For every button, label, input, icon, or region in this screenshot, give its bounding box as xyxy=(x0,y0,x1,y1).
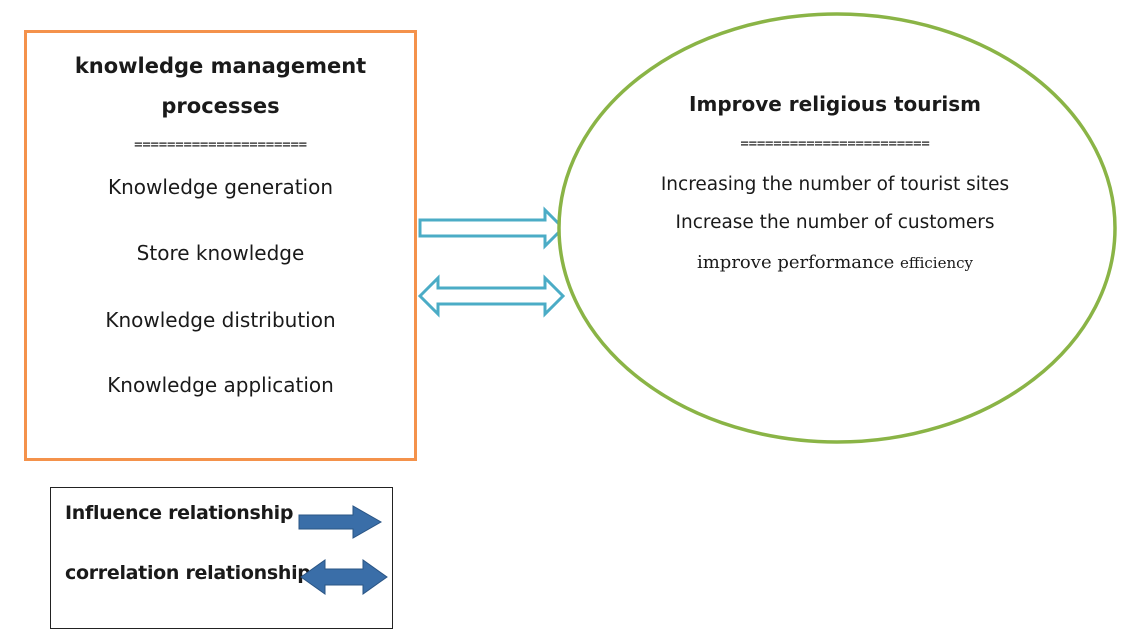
legend-influence-arrow-icon xyxy=(298,505,383,539)
tourism-item-sites: Increasing the number of tourist sites xyxy=(660,174,1010,195)
tourism-item-efficiency-tail: efficiency xyxy=(900,254,973,272)
km-title-line2: processes xyxy=(161,94,280,118)
km-item-distribution: Knowledge distribution xyxy=(105,308,336,332)
religious-tourism-ellipse xyxy=(557,12,1117,444)
km-separator: ===================== xyxy=(134,137,307,153)
correlation-connector-arrow xyxy=(417,274,566,318)
km-item-store: Store knowledge xyxy=(136,241,305,265)
tourism-item-customers: Increase the number of customers xyxy=(675,212,995,233)
km-title-line1: knowledge management xyxy=(74,54,367,78)
tourism-title: Improve religious tourism xyxy=(689,92,981,116)
legend-correlation-arrow-icon xyxy=(300,559,388,595)
km-item-generation: Knowledge generation xyxy=(107,175,334,199)
tourism-item-efficiency: improve performance efficiency xyxy=(600,252,1070,273)
legend-correlation-label: correlation relationship xyxy=(65,562,311,584)
tourism-item-efficiency-main: improve performance xyxy=(696,252,901,273)
km-item-application: Knowledge application xyxy=(107,373,334,397)
knowledge-management-box: knowledge management processes =========… xyxy=(24,30,417,461)
connector-arrows xyxy=(417,206,566,318)
legend-influence-label: Influence relationship xyxy=(65,502,294,524)
tourism-separator: ======================= xyxy=(740,136,930,152)
influence-connector-arrow xyxy=(418,206,566,250)
legend-box: Influence relationship correlation relat… xyxy=(50,487,393,629)
